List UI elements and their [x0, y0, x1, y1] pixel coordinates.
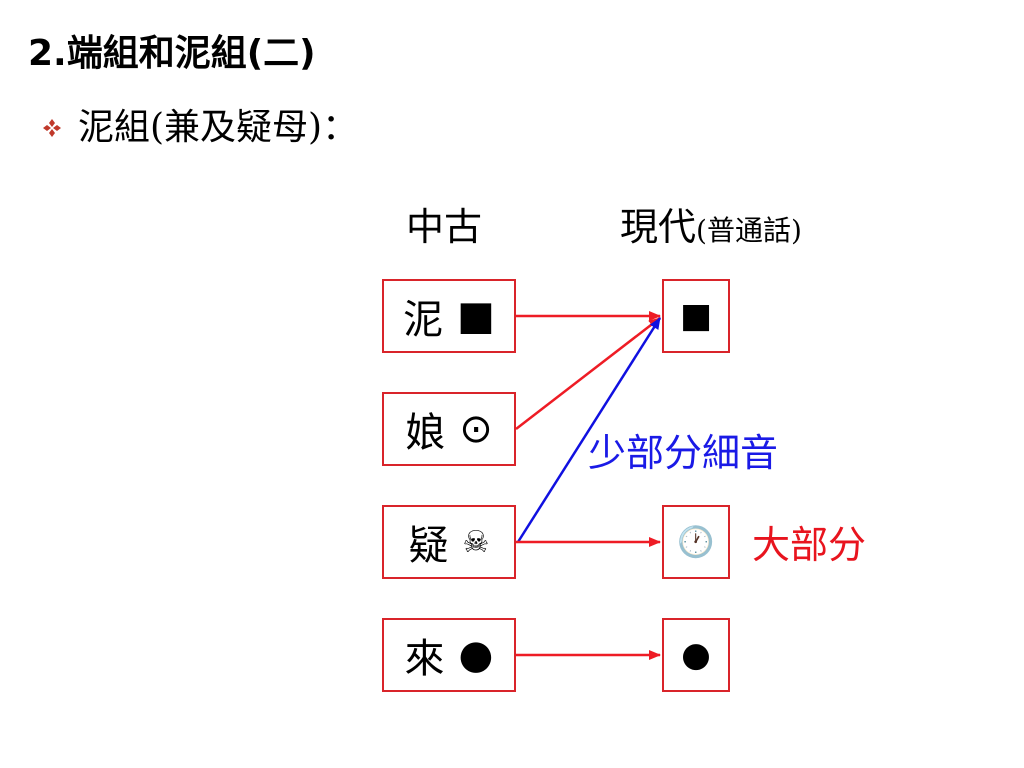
initial-char: 泥: [403, 297, 444, 343]
square-icon: ■: [679, 296, 713, 336]
square-icon: ■: [457, 293, 495, 339]
initial-box-yi: 疑☠: [382, 505, 516, 579]
arrow-yi-to-square: [516, 317, 662, 543]
initial-box-lai: 來●: [382, 618, 516, 692]
skull-crossbones-icon: ☠: [462, 524, 490, 560]
column-header-modern: 現代(普通話): [620, 202, 802, 256]
slide-title: 2.端組和泥組(二): [28, 33, 316, 74]
black-circle-icon: ●: [458, 632, 494, 678]
initial-char: 來: [404, 636, 445, 682]
arrow-niang-to-square: [515, 317, 661, 430]
initial-box-ni: 泥■: [382, 279, 516, 353]
column-header-modern-note: (普通話): [696, 214, 802, 247]
clock-icon: 🕐: [677, 524, 715, 560]
label-majority: 大部分: [752, 523, 867, 567]
subtitle: 泥組(兼及疑母)：: [78, 107, 359, 148]
diamond-bullet-icon: [43, 119, 61, 137]
modern-box-circle: ●: [662, 618, 730, 692]
initial-char: 疑: [408, 523, 449, 569]
label-minority-fine: 少部分細音: [588, 431, 779, 475]
circled-dot-icon: ⊙: [459, 406, 493, 452]
black-circle-icon: ●: [681, 635, 711, 675]
modern-box-clock: 🕐: [662, 505, 730, 579]
column-header-middle-chinese: 中古: [406, 205, 483, 249]
column-header-modern-label: 現代: [620, 205, 697, 249]
modern-box-square: ■: [662, 279, 730, 353]
initial-box-niang: 娘⊙: [382, 392, 516, 466]
initial-char: 娘: [405, 410, 446, 456]
